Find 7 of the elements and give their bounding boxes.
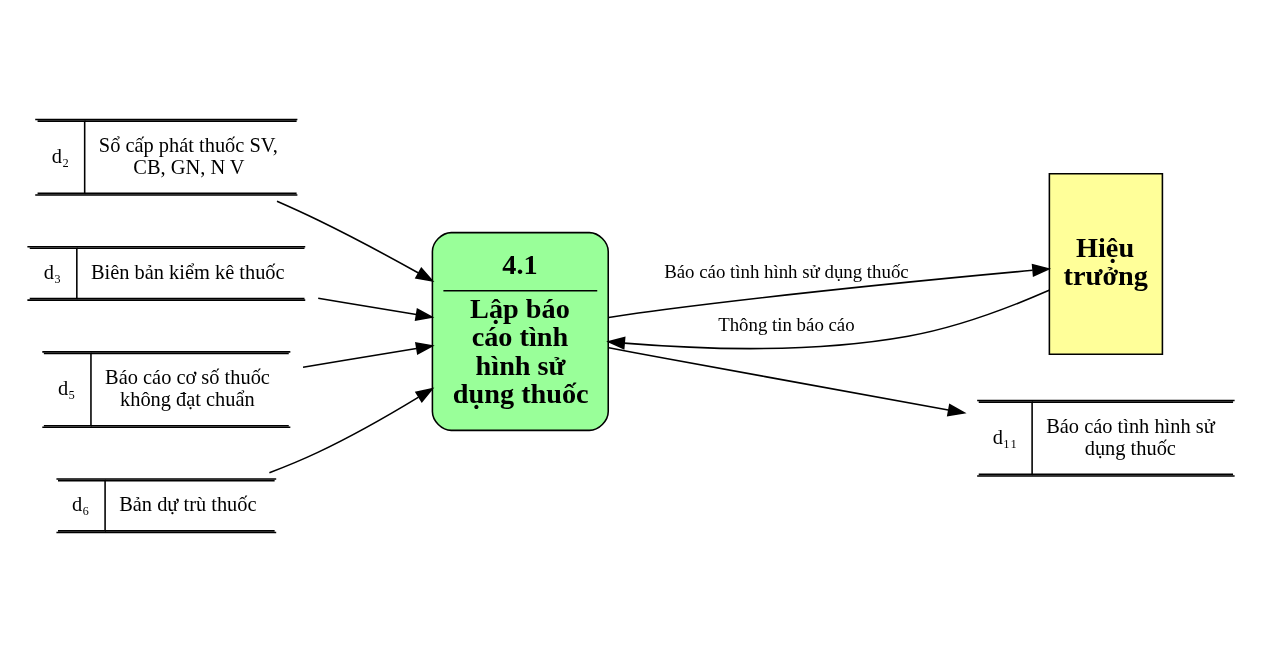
node-text: d₂ Sổ cấp phát thuốc SV, CB, GN, N V [51, 133, 278, 178]
node-text: d₆ Bản dự trù thuốc [72, 493, 257, 516]
edge-label: Báo cáo tình hình sử dụng thuốc [664, 260, 909, 282]
node-text: d₃ Biên bản kiểm kê thuốc [43, 260, 285, 283]
node-text: d₅ Báo cáo cơ số thuốc không đạt chuẩn [57, 365, 270, 410]
edge-label: Thông tin báo cáo [718, 313, 855, 335]
node-text: d₁₁ Báo cáo tình hình sử dụng thuốc [992, 414, 1215, 459]
